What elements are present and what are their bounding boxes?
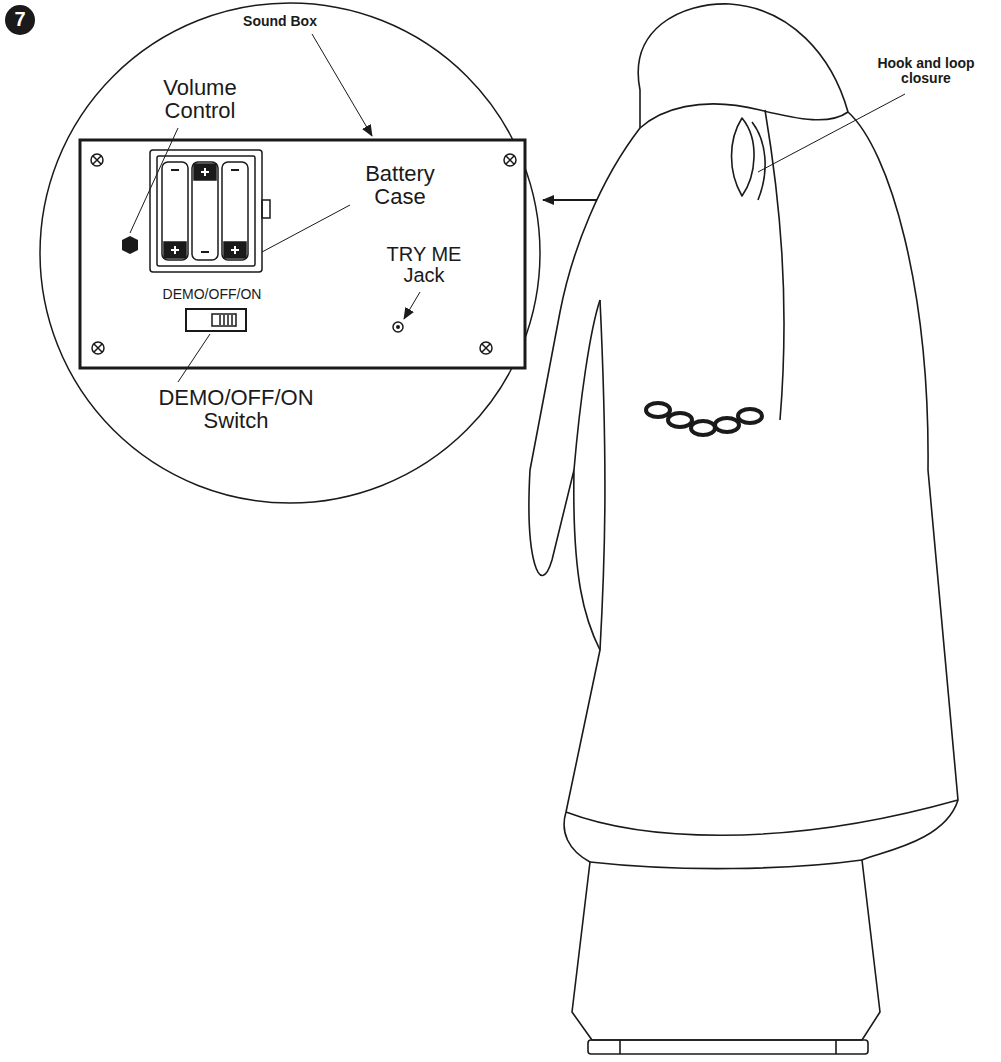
leader-line	[178, 334, 210, 382]
magnifier-circle	[40, 3, 540, 503]
screws	[91, 154, 516, 354]
slide-switch	[186, 309, 246, 331]
part-label: TRY ME Jack	[379, 244, 469, 286]
leader-line	[130, 128, 178, 233]
robed-figure	[529, 4, 958, 1054]
leader-line	[758, 94, 905, 172]
sound-box	[80, 140, 525, 368]
part-label: Hook and loop closure	[876, 56, 976, 85]
switch-grip	[220, 315, 232, 325]
part-label: Volume Control	[145, 76, 255, 122]
part-label: DEMO/OFF/ON Switch	[136, 386, 336, 432]
part-label: Sound Box	[243, 14, 317, 29]
switch-marking: DEMO/OFF/ON	[163, 287, 262, 302]
leader-line	[262, 205, 350, 252]
volume-knob	[122, 236, 138, 254]
chain	[646, 403, 762, 435]
callout-number: 7	[14, 9, 25, 30]
switch-slider	[212, 314, 236, 326]
part-label: Battery Case	[345, 162, 455, 208]
leader-line	[404, 292, 420, 319]
battery-case	[150, 150, 270, 272]
try-me-jack	[393, 322, 403, 332]
jack-center	[396, 325, 400, 329]
step-badge	[5, 5, 35, 35]
leader-line	[312, 34, 372, 136]
